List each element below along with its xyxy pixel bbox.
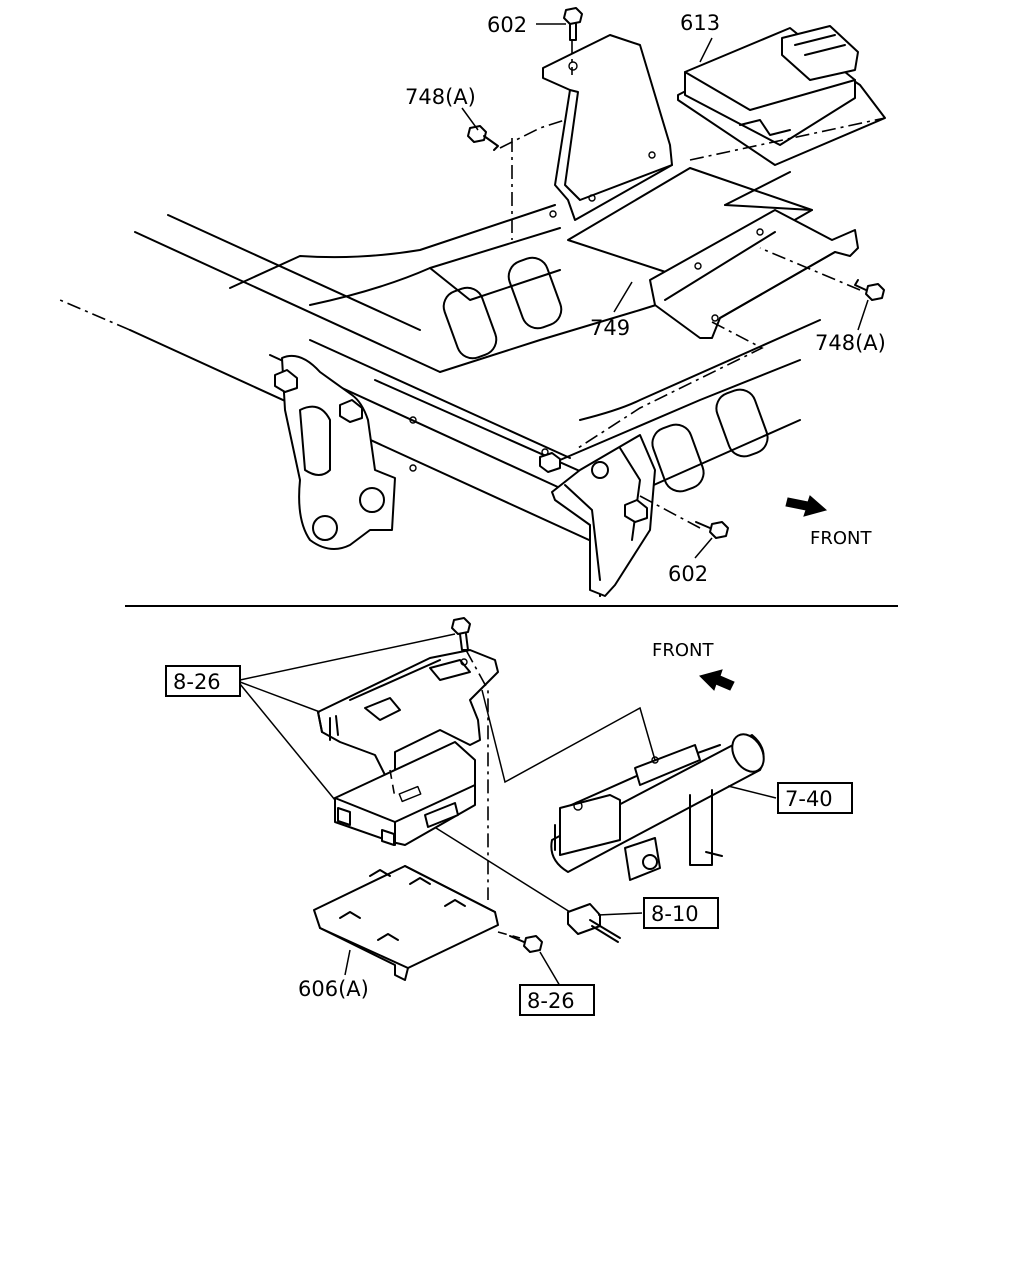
bolt-602-bottom	[695, 521, 729, 539]
front-arrow-bottom-icon	[699, 669, 735, 691]
cross-tube	[550, 733, 765, 881]
bolt-bottom-lower	[509, 935, 543, 953]
label-748a-left: 748(A)	[405, 85, 476, 109]
ref-box-8-26-bottom	[519, 984, 595, 1016]
bolt-748a-right	[854, 279, 885, 301]
ref-7-40: 7-40	[785, 787, 833, 811]
upper-module-bracket	[317, 649, 499, 776]
label-606a: 606(A)	[298, 977, 369, 1001]
bottom-assembly: 8-26 7-40 8-10 8-26 606(A) FRONT	[165, 617, 853, 1016]
bolt-bottom-top	[451, 617, 471, 651]
label-613: 613	[680, 11, 720, 35]
spring-hanger-bracket	[274, 354, 396, 550]
top-assembly: 602 613 748(A) 749 748(A) 602 FRONT	[59, 7, 886, 597]
front-arrow-icon	[785, 495, 828, 517]
ref-box-8-26-top	[165, 665, 241, 697]
bolt-602-top	[563, 7, 583, 41]
label-602-top: 602	[487, 13, 527, 37]
ref-8-26-top: 8-26	[173, 670, 221, 694]
front-label-bottom: FRONT	[652, 640, 714, 661]
ecu-module-613	[677, 25, 886, 166]
label-602-bottom: 602	[668, 562, 708, 586]
ref-box-8-10	[643, 897, 719, 929]
label-748a-right: 748(A)	[815, 331, 886, 355]
ecu-bracket-749	[542, 34, 859, 339]
ref-box-7-40	[777, 782, 853, 814]
ref-8-10: 8-10	[651, 902, 699, 926]
wire-connector	[567, 903, 621, 943]
control-module	[334, 741, 476, 846]
label-749: 749	[590, 316, 630, 340]
front-label-top: FRONT	[810, 528, 872, 549]
ref-8-26-bottom: 8-26	[527, 989, 575, 1013]
module-tray-606a	[313, 865, 499, 981]
lower-frame-bracket	[551, 434, 656, 597]
bolt-748a-left	[467, 125, 499, 151]
